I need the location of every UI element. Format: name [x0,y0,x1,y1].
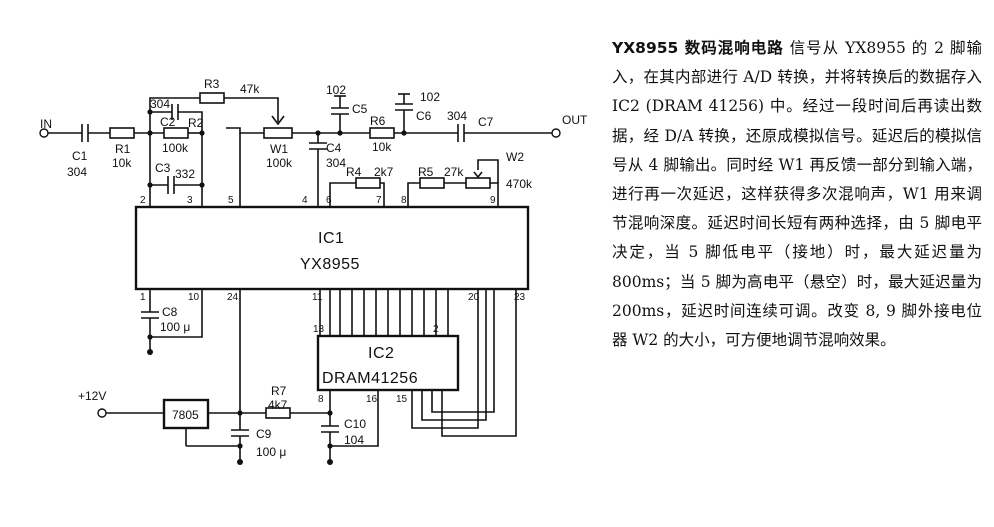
ic1-bottom-pins: 1 10 24 11 20 23 [140,292,526,303]
svg-text:C1: C1 [72,149,88,163]
svg-text:C10: C10 [344,417,366,431]
svg-text:8: 8 [401,195,407,206]
svg-text:R4: R4 [346,165,362,179]
svg-text:2: 2 [140,195,146,206]
output-terminal: OUT [551,113,588,138]
svg-text:102: 102 [420,90,440,104]
svg-text:R5: R5 [418,165,434,179]
svg-text:304: 304 [326,156,346,170]
svg-text:13: 13 [313,324,325,335]
svg-text:R6: R6 [370,114,386,128]
svg-text:OUT: OUT [562,113,588,127]
r3: R3 47k [149,77,285,126]
svg-text:R2: R2 [188,116,204,130]
r7: R7 4k7 [265,384,291,419]
svg-text:C6: C6 [416,109,432,123]
svg-text:C3: C3 [155,161,171,175]
svg-text:104: 104 [344,433,364,447]
r1: R1 10k [109,127,135,170]
svg-text:3: 3 [187,195,193,206]
svg-text:C2: C2 [160,115,176,129]
w1: W1 100k [226,127,338,207]
svg-text:C7: C7 [478,115,494,129]
svg-text:10k: 10k [372,140,392,154]
data-bus [319,289,517,437]
svg-text:10k: 10k [112,156,132,170]
c1: C1 304 [67,124,89,179]
c7: 304 C7 [447,109,494,142]
svg-text:304: 304 [150,97,170,111]
svg-text:4: 4 [302,195,308,206]
svg-text:100 μ: 100 μ [160,320,190,334]
description-title: YX8955 数码混响电路 [612,39,784,57]
svg-text:304: 304 [447,109,467,123]
regulator-7805: 7805 [162,398,240,447]
c10: C10 104 [321,390,379,465]
w2: W2 470k [465,150,533,207]
svg-text:332: 332 [175,167,195,181]
svg-text:C8: C8 [162,305,178,319]
svg-text:100k: 100k [162,141,189,155]
svg-text:R3: R3 [204,77,220,91]
ic2-bottom-pins: 8 16 15 [318,394,408,405]
c8: C8 100 μ [141,289,203,355]
svg-text:304: 304 [67,165,87,179]
svg-text:47k: 47k [240,82,260,96]
svg-text:8: 8 [318,394,324,405]
svg-text:11: 11 [312,292,323,303]
description: YX8955 数码混响电路 信号从 YX8955 的 2 脚输入，在其内部进行 … [612,34,982,355]
svg-text:1: 1 [140,292,146,303]
svg-text:20: 20 [468,292,480,303]
ic2-part: DRAM41256 [322,370,418,387]
svg-text:W1: W1 [270,142,288,156]
svg-text:102: 102 [326,83,346,97]
svg-text:C9: C9 [256,427,272,441]
svg-text:24: 24 [227,292,239,303]
svg-text:23: 23 [514,292,526,303]
svg-text:5: 5 [228,195,234,206]
svg-text:R7: R7 [271,384,287,398]
supply-terminal: +12V [78,389,107,418]
svg-text:C5: C5 [352,102,368,116]
svg-text:100k: 100k [266,156,293,170]
r5: R5 27k [407,165,466,207]
input-terminal: IN [39,117,52,138]
svg-text:7805: 7805 [172,408,199,422]
c4: C4 304 [309,133,346,207]
svg-text:C4: C4 [326,141,342,155]
svg-text:7: 7 [376,195,382,206]
svg-text:27k: 27k [444,165,464,179]
svg-text:6: 6 [326,195,332,206]
svg-text:9: 9 [490,195,496,206]
ic1-top-pins: 2 3 5 4 6 7 8 9 [140,195,496,206]
svg-text:100 μ: 100 μ [256,445,286,459]
ic1-part: YX8955 [300,256,360,273]
c6: 102 C6 [395,90,440,136]
ic2-ref: IC2 [368,345,394,362]
svg-text:470k: 470k [506,177,533,191]
svg-text:15: 15 [396,394,408,405]
c9: C9 100 μ [231,413,286,465]
ic1-body [134,205,530,291]
c2: 304 C2 [149,97,203,133]
r4: R4 2k7 [329,165,394,207]
svg-text:4k7: 4k7 [268,398,288,412]
svg-text:+12V: +12V [78,389,106,403]
svg-text:R1: R1 [115,142,131,156]
svg-text:10: 10 [188,292,200,303]
description-body: 信号从 YX8955 的 2 脚输入，在其内部进行 A/D 转换，并将转换后的数… [612,39,982,350]
svg-text:W2: W2 [506,150,524,164]
c5: 102 C5 [326,83,368,136]
svg-text:16: 16 [366,394,378,405]
circuit-schematic: IC1 YX8955 2 3 5 4 6 7 8 9 1 10 24 11 20… [39,77,588,465]
r6: R6 10k [369,114,395,154]
svg-text:IN: IN [40,117,52,131]
svg-text:2k7: 2k7 [374,165,394,179]
ic1-ref: IC1 [318,230,344,247]
